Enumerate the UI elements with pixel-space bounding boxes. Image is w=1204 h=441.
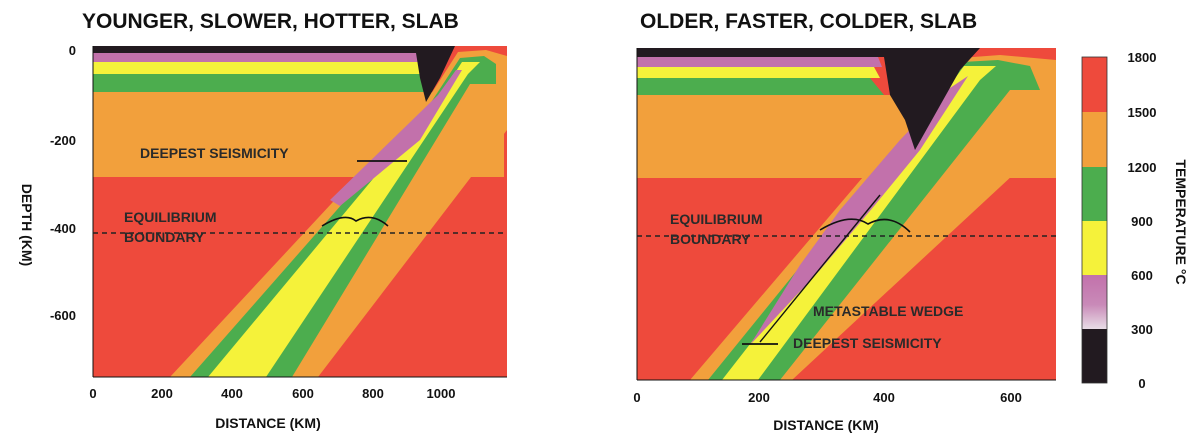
right-deepest-seismicity-label: DEEPEST SEISMICITY [793, 335, 942, 351]
left-x-axis-label: DISTANCE (KM) [215, 415, 321, 431]
colorbar-segment-black [1082, 329, 1107, 383]
left-x-tick: 600 [292, 386, 314, 401]
right-x-tick: 200 [748, 390, 770, 405]
right-x-tick: 400 [873, 390, 895, 405]
left-x-tick: 800 [362, 386, 384, 401]
left-panel-title: YOUNGER, SLOWER, HOTTER, SLAB [82, 10, 459, 33]
left-equilibrium-label-line1: EQUILIBRIUM [124, 209, 217, 225]
right-plate-yellow [637, 67, 880, 78]
left-slab-core-magenta [330, 70, 462, 206]
right-plate-magenta [637, 57, 882, 67]
colorbar-tick: 1800 [1128, 50, 1157, 65]
colorbar-tick: 0 [1138, 376, 1145, 391]
right-equilibrium-label-line1: EQUILIBRIUM [670, 211, 763, 227]
left-y-tick: -400 [50, 221, 76, 236]
colorbar-tick: 1200 [1128, 160, 1157, 175]
right-plot-area [636, 48, 1056, 381]
colorbar-segment-yellow [1082, 221, 1107, 275]
right-wedge-edge-line [759, 194, 881, 343]
left-y-tick: -600 [50, 308, 76, 323]
colorbar-tick: 300 [1131, 322, 1153, 337]
left-panel: YOUNGER, SLOWER, HOTTER, SLAB [19, 10, 507, 431]
left-y-tick: -200 [50, 133, 76, 148]
left-plate-yellow [93, 62, 428, 74]
colorbar-tick: 1500 [1128, 105, 1157, 120]
right-x-tick: 600 [1000, 390, 1022, 405]
right-panel: OLDER, FASTER, COLDER, SLAB 0 200 400 [633, 10, 1056, 433]
left-x-tick: 200 [151, 386, 173, 401]
left-equilibrium-label-line2: BOUNDARY [124, 229, 205, 245]
colorbar-tick: 900 [1131, 214, 1153, 229]
right-panel-title: OLDER, FASTER, COLDER, SLAB [640, 10, 977, 33]
right-equilibrium-label-line2: BOUNDARY [670, 231, 751, 247]
colorbar-segment-magenta [1082, 275, 1107, 329]
left-deepest-seismicity-label: DEEPEST SEISMICITY [140, 145, 289, 161]
colorbar-frame [1081, 56, 1108, 384]
temperature-colorbar: 1800 1500 1200 900 600 300 0 TEMPERATURE… [1081, 50, 1189, 391]
left-cold-wedge [93, 46, 455, 102]
right-x-axis-label: DISTANCE (KM) [773, 417, 879, 433]
right-plate-green [637, 78, 884, 95]
right-metastable-wedge-label: METASTABLE WEDGE [813, 303, 963, 319]
left-x-tick: 0 [89, 386, 96, 401]
colorbar-segment-orange [1082, 112, 1107, 167]
colorbar-segment-hot [1082, 57, 1107, 112]
left-x-tick: 400 [221, 386, 243, 401]
left-x-tick: 1000 [427, 386, 456, 401]
right-cold-wedge [637, 48, 980, 150]
colorbar-tick: 600 [1131, 268, 1153, 283]
right-phase-boundary-curve [819, 218, 911, 233]
left-plate-magenta [93, 53, 430, 62]
colorbar-label: TEMPERATURE °C [1173, 159, 1189, 284]
left-phase-boundary-curve [321, 216, 389, 227]
colorbar-segment-green [1082, 167, 1107, 221]
left-plate-green [93, 74, 432, 92]
left-plot-area [92, 46, 507, 378]
right-x-tick: 0 [633, 390, 640, 405]
left-y-axis-label: DEPTH (KM) [19, 184, 35, 266]
left-y-tick: 0 [69, 43, 76, 58]
